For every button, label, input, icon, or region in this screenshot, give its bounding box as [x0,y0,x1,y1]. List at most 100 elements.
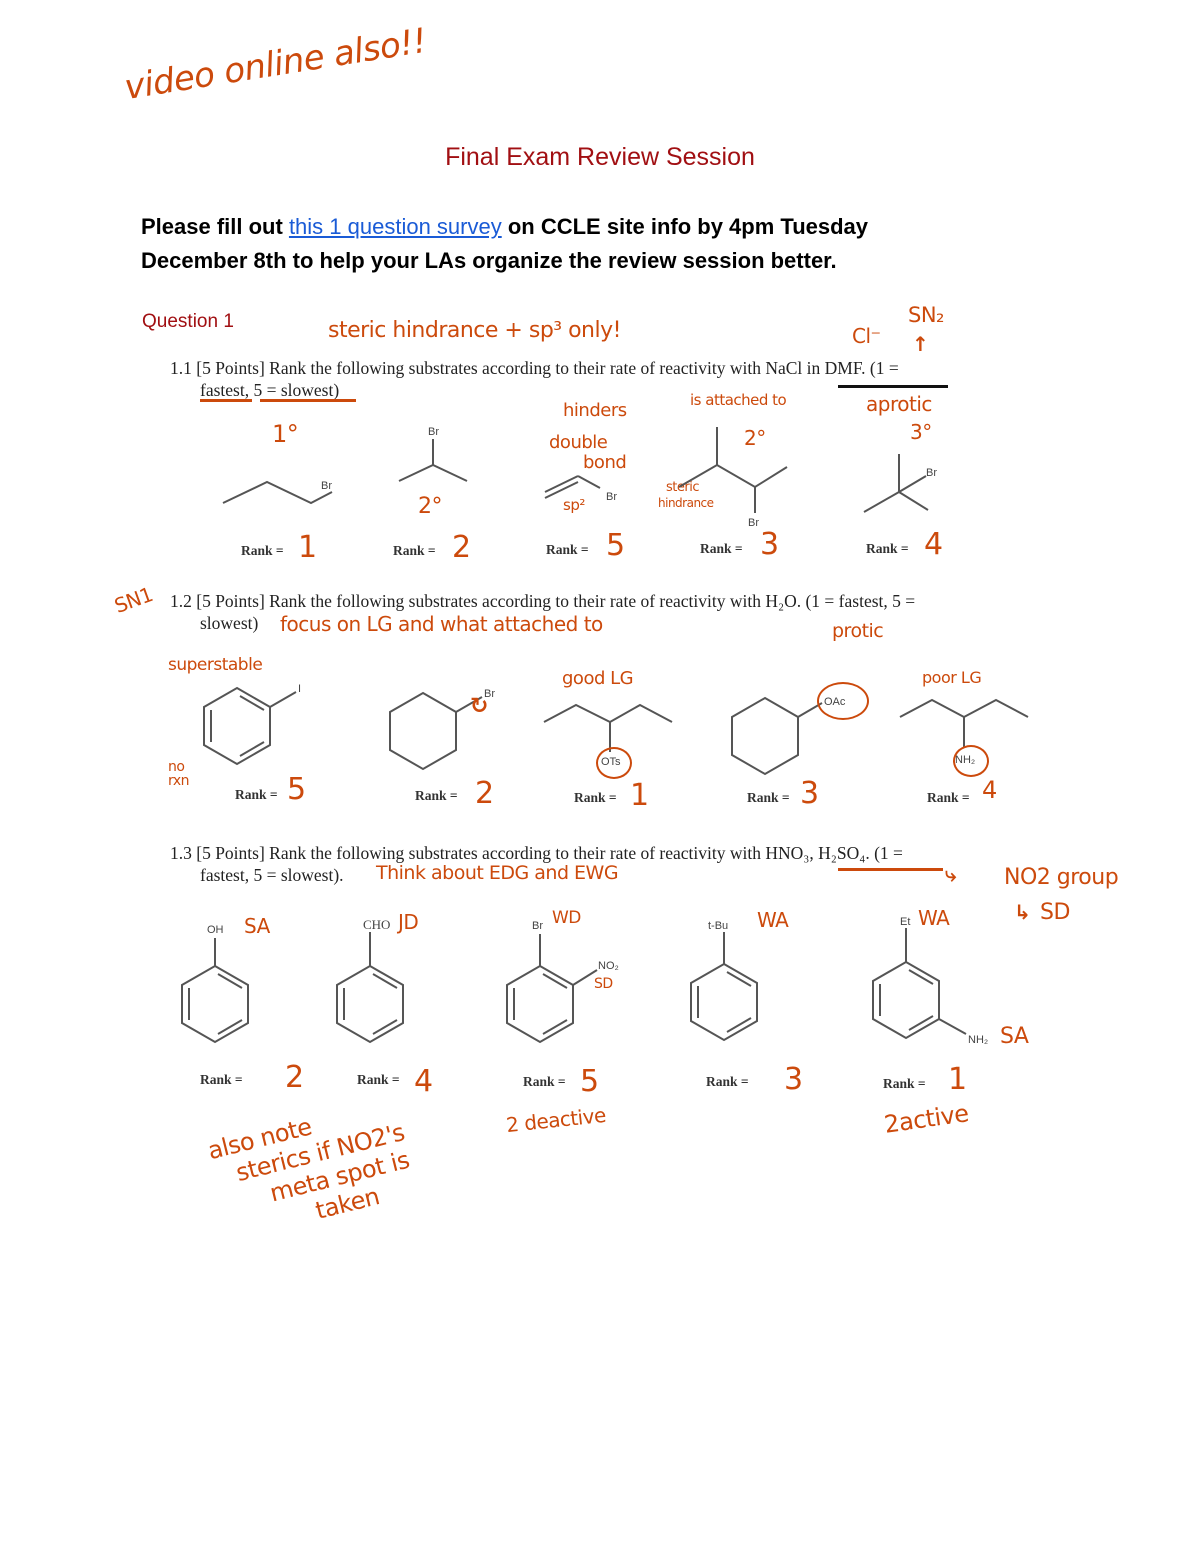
rank-label: Rank = [235,787,278,802]
rank-value: 3 [760,527,780,562]
steric-hindrance-note: steric hindrance + sp³ only! [328,318,621,343]
rank-value: 2 [452,530,472,565]
molecule-vinyl-bromide: Br [544,475,617,503]
rank-value: 3 [784,1062,804,1097]
rank-value: 4 [982,776,998,804]
underline-hno3 [838,868,943,871]
aprotic-note: aprotic [866,392,932,416]
bond-note: bond [583,452,627,473]
svg-text:CHO: CHO [363,917,390,932]
intro-paragraph: Please fill out this 1 question survey o… [141,210,1021,278]
good-lg-note: good LG [562,668,634,689]
rank-label: Rank = [747,790,790,805]
svg-text:NH₂: NH₂ [968,1034,988,1046]
page-title: Final Exam Review Session [445,143,755,171]
rank-label: Rank = [700,541,743,556]
sp2-note: sp² [563,496,585,514]
sn1-note: SN1 [111,582,156,618]
svg-text:Br: Br [606,491,617,503]
svg-text:NO₂: NO₂ [598,960,619,972]
curved-arrow-icon: ↻ [470,694,488,719]
rank-label: Rank = [866,541,909,556]
svg-text:Br: Br [926,467,937,479]
rank-label: Rank = [574,790,617,805]
video-online-note: video online also!! [121,20,430,108]
molecule-benzaldehyde: CHO [336,917,404,1044]
molecule-iodobenzene: I [203,683,301,766]
arrow-right-icon: ⤷ [945,862,956,886]
sterics-note-block: also note sterics if NO2's meta spot is … [205,1091,421,1247]
rank-value: 1 [630,778,650,813]
rank-value: 5 [580,1064,600,1099]
rank-value: 5 [287,772,307,807]
poor-lg-note: poor LG [922,668,982,687]
rank-label: Rank = [241,543,284,558]
hinders-note: hinders [563,400,627,421]
molecule-2-bromopropane: Br [398,426,468,482]
degree-2-note-a: 2° [418,494,443,519]
molecule-tert-butyl-bromide: Br [863,454,937,513]
svg-text:Et: Et [900,916,910,928]
molecule-1-bromopropane: Br [222,480,333,505]
rank-value: 1 [298,530,318,565]
tag-jd: JD [398,910,419,934]
underline-slowest [260,399,356,402]
question-1-1-text: 1.1 [5 Points] Rank the following substr… [170,358,899,400]
tag-wa-et: WA [918,906,950,930]
intro-line2: December 8th to help your LAs organize t… [141,248,837,273]
circle-nh2 [953,745,989,777]
svg-text:Br: Br [321,480,332,492]
svg-text:Br: Br [532,920,543,932]
intro-suffix: on CCLE site info by 4pm Tuesday [501,214,869,239]
sd-note: SD [1040,900,1070,925]
sn2-note: SN₂ [908,303,944,327]
rank-label: Rank = [546,542,589,557]
hindrance-note: hindrance [658,496,714,510]
degree-1-note: 1° [272,420,299,448]
double-note: double [549,432,608,453]
attached-note: is attached to [690,391,787,409]
molecule-phenol: OH [181,924,249,1044]
molecule-3-ethylaniline: Et NH₂ [872,916,988,1046]
rank-label: Rank = [883,1076,926,1091]
svg-text:t-Bu: t-Bu [708,920,728,932]
rank-value: 4 [414,1064,434,1099]
molecule-tert-butylbenzene: t-Bu [690,920,758,1042]
two-deactive-note: 2 deactive [505,1102,607,1138]
question-1-3-text: 1.3 [5 Points] Rank the following substr… [170,843,903,885]
tag-wa-tbu: WA [757,908,789,932]
rank-label: Rank = [415,788,458,803]
underline-fastest [200,399,252,402]
superstable-note: superstable [168,655,263,675]
cl-note: Cl⁻ [852,324,881,348]
svg-text:Br: Br [748,517,759,529]
tag-sa-nh2: SA [1000,1024,1029,1049]
steric-note: steric [666,480,699,495]
no2-group-note: NO2 group [1004,865,1119,890]
underline-dmf [838,385,948,388]
svg-text:Br: Br [484,688,495,700]
circle-oac [817,682,869,720]
survey-link[interactable]: this 1 question survey [288,214,502,239]
rank-label: Rank = [706,1074,749,1089]
tag-wd: WD [552,908,581,928]
rank-label: Rank = [357,1072,400,1087]
rank-label: Rank = [200,1072,243,1087]
rank-value: 2 [475,776,495,811]
intro-prefix: Please fill out [141,214,289,239]
rank-value: 2 [285,1060,305,1095]
arrow-up-icon: ↑ [912,332,929,356]
protic-note: protic [832,620,884,642]
svg-text:Br: Br [428,426,439,438]
tag-sa: SA [244,914,270,938]
degree-3-note: 3° [910,420,932,444]
molecule-bromonitrobenzene: Br NO₂ [506,920,619,1044]
degree-2-note-b: 2° [744,426,766,450]
rank-label: Rank = [393,543,436,558]
svg-text:OH: OH [207,924,224,936]
svg-text:I: I [298,683,301,695]
no-rxn-note: no rxn [168,759,190,789]
two-active-note: 2active [882,1099,971,1139]
tag-sd: SD [594,976,613,992]
question-1-2-text: 1.2 [5 Points] Rank the following substr… [170,591,916,633]
